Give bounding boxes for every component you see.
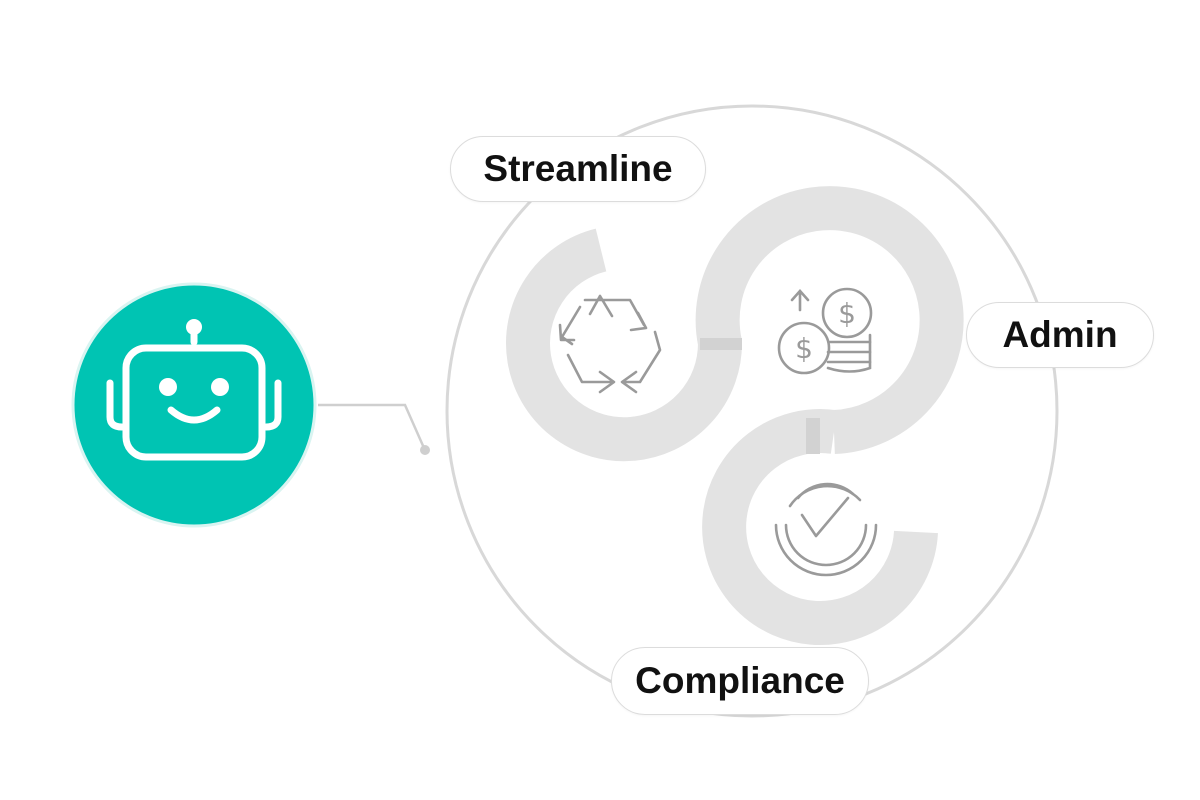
coins-dollar-icon: $ $ bbox=[777, 287, 873, 375]
outer-ring bbox=[445, 104, 1059, 718]
s-track bbox=[506, 186, 964, 645]
track-segment-compliance bbox=[702, 409, 938, 645]
streamline-label: Streamline bbox=[450, 136, 706, 202]
recycle-icon bbox=[558, 294, 662, 394]
connector-dot bbox=[420, 445, 430, 455]
svg-text:$: $ bbox=[795, 332, 813, 365]
track-segment-streamline bbox=[506, 228, 742, 462]
robot-avatar bbox=[71, 282, 317, 528]
robot-eye-right bbox=[211, 378, 229, 396]
track-joint-2 bbox=[806, 418, 820, 454]
robot-antenna-tip bbox=[186, 319, 202, 335]
check-gauge-icon bbox=[774, 482, 878, 577]
connector-line bbox=[318, 403, 426, 449]
compliance-label: Compliance bbox=[611, 647, 869, 715]
compliance-label-text: Compliance bbox=[635, 660, 845, 701]
admin-label: Admin bbox=[966, 302, 1154, 368]
streamline-label-text: Streamline bbox=[483, 148, 673, 189]
svg-text:$: $ bbox=[838, 297, 856, 330]
robot-badge bbox=[71, 282, 317, 528]
admin-label-text: Admin bbox=[1002, 314, 1118, 355]
track-joint-1 bbox=[700, 338, 742, 350]
track-segment-admin bbox=[695, 186, 964, 454]
robot-eye-left bbox=[159, 378, 177, 396]
